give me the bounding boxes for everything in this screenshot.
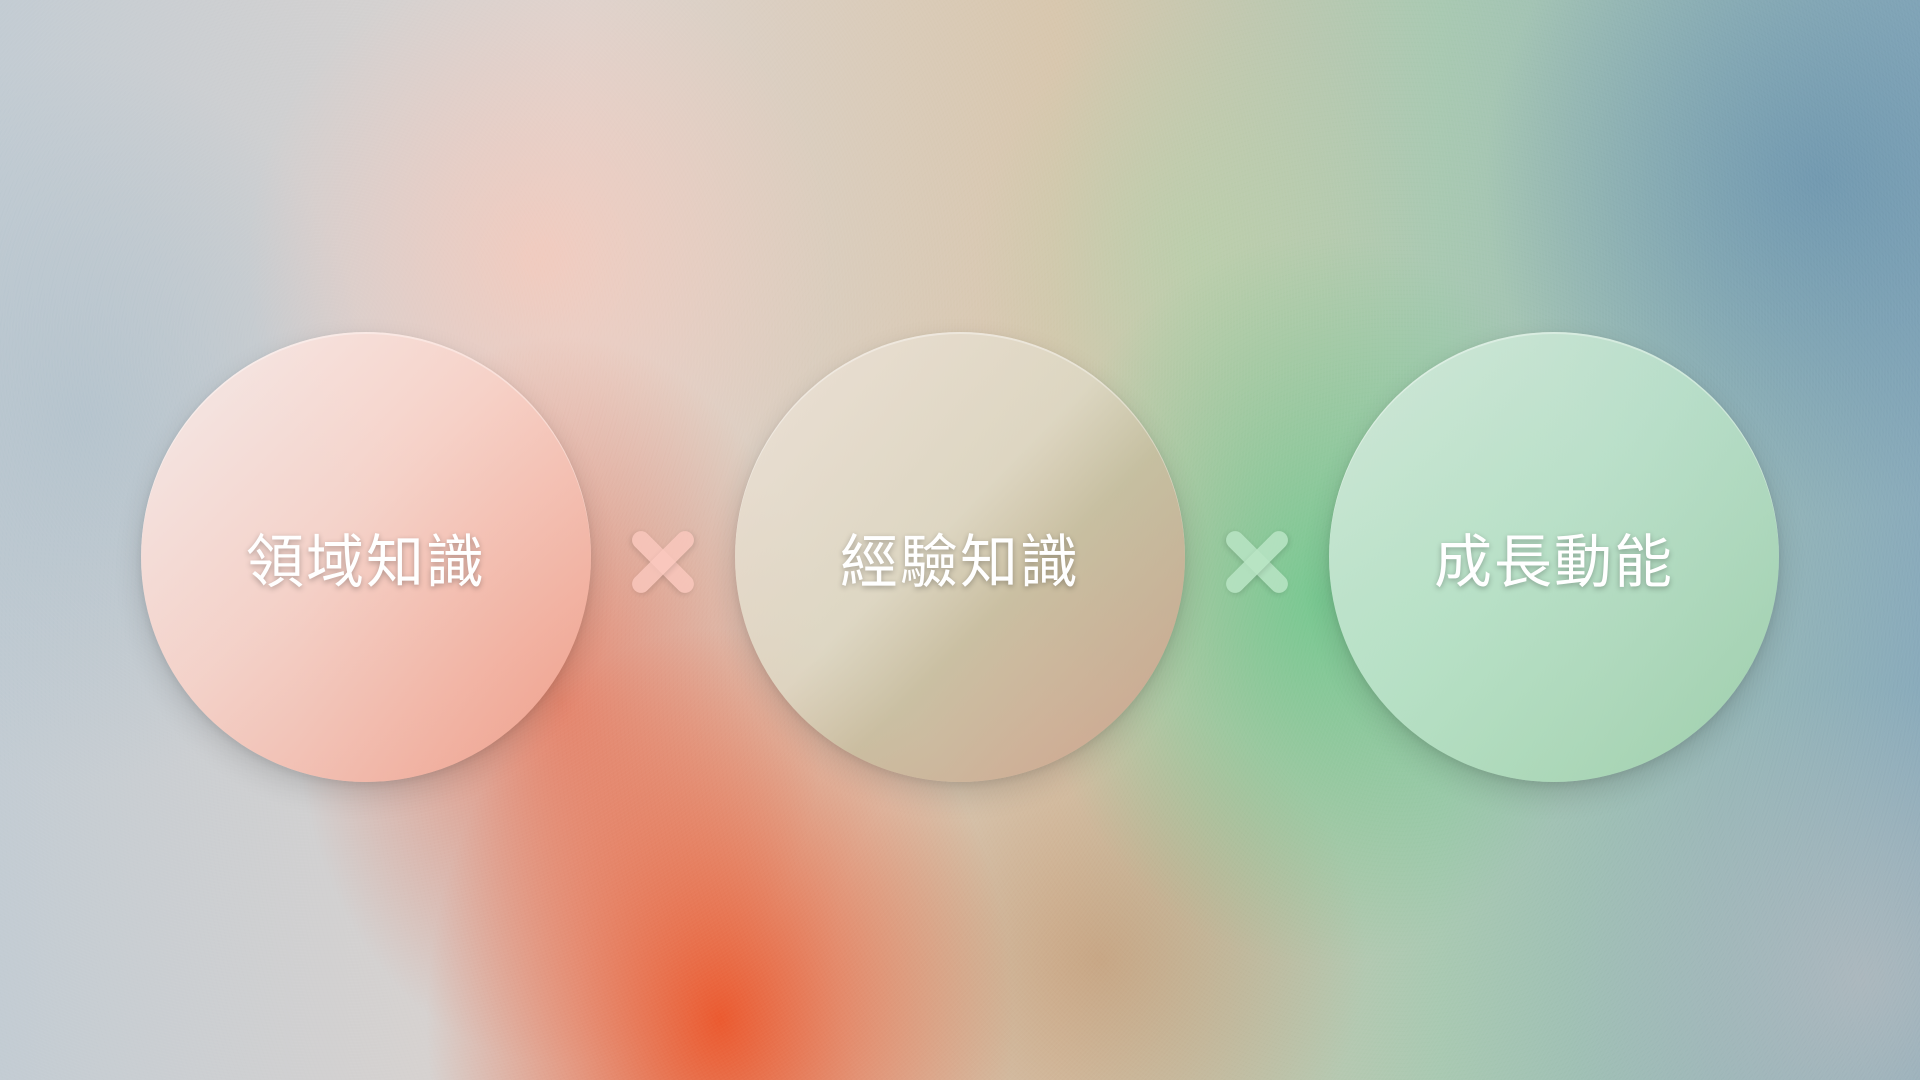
circle-domain-knowledge: 領域知識: [141, 332, 591, 782]
circle-label-growth-momentum: 成長動能: [1433, 528, 1674, 596]
multiply-icon: [1217, 522, 1297, 602]
circle-growth-momentum: 成長動能: [1329, 332, 1779, 782]
circle-label-domain-knowledge: 領域知識: [245, 528, 486, 596]
multiply-icon: [623, 522, 703, 602]
circle-label-experiential-knowledge: 經驗知識: [839, 528, 1080, 596]
circle-experiential-knowledge: 經驗知識: [735, 332, 1185, 782]
